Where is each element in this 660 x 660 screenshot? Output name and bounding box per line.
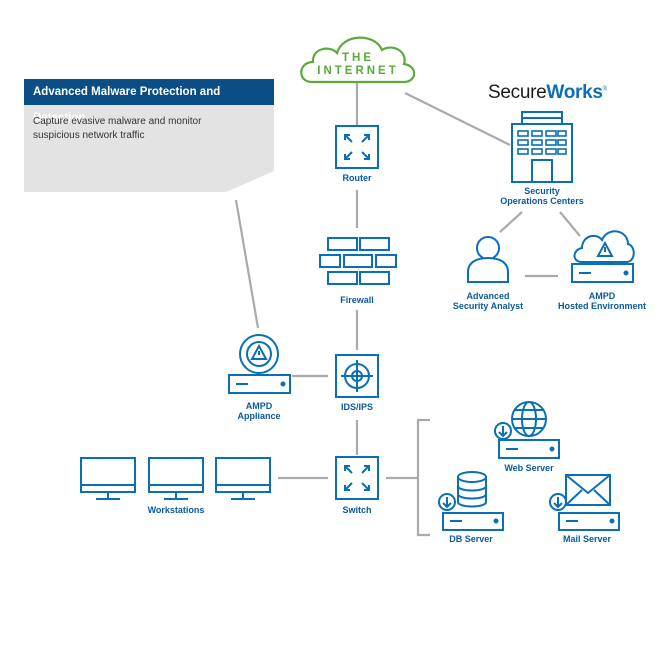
workstation-icon <box>148 457 204 500</box>
mail-server-label: Mail Server <box>562 534 612 544</box>
db-server-label: DB Server <box>449 534 493 544</box>
switch-label: Switch <box>342 505 372 515</box>
callout-box <box>24 79 274 192</box>
switch-icon <box>335 456 379 500</box>
callout-description: Capture evasive malware and monitor susp… <box>33 115 258 143</box>
callout-title: Advanced Malware Protection and Detectio… <box>24 79 274 124</box>
hosted-environment-icon <box>571 230 635 283</box>
building-icon <box>511 111 573 183</box>
callout-line-2: suspicious network traffic <box>33 130 145 141</box>
brand-mark: ® <box>602 86 607 93</box>
hosted-environment-label: AMPD Hosted Environment <box>552 291 652 311</box>
secureworks-logo: SecureWorks® <box>488 82 607 104</box>
hosted-label-line-1: AMPD <box>588 291 616 301</box>
analyst-label-line-1: Advanced <box>466 291 510 301</box>
analyst-label-line-2: Security Analyst <box>452 301 524 311</box>
brand-part-2: Works <box>546 82 603 103</box>
connection-lines <box>234 82 581 537</box>
ampd-appliance-label: AMPD Appliance <box>219 401 299 421</box>
soc-label-line-2: Operations Centers <box>500 196 584 206</box>
internet-label-line-1: THE <box>342 52 374 64</box>
analyst-icon <box>467 236 509 283</box>
ampd-appliance-icon <box>228 334 291 394</box>
workstations-label: Workstations <box>147 505 205 515</box>
firewall-label: Firewall <box>340 295 374 305</box>
callout-line-1: Capture evasive malware and monitor <box>33 116 202 127</box>
internet-label-line-2: INTERNET <box>317 65 399 77</box>
internet-cloud-icon <box>300 36 416 84</box>
web-server-icon <box>494 401 560 459</box>
db-server-icon <box>438 471 504 531</box>
web-server-label: Web Server <box>504 463 554 473</box>
router-label: Router <box>342 173 372 183</box>
ampd-appliance-label-line-1: AMPD <box>245 401 273 411</box>
mail-server-icon <box>549 474 620 531</box>
soc-label: Security Operations Centers <box>492 186 592 206</box>
ampd-appliance-label-line-2: Appliance <box>237 411 281 421</box>
ids-ips-icon <box>335 354 379 398</box>
ids-ips-label: IDS/IPS <box>340 402 373 412</box>
router-icon <box>335 125 379 169</box>
hosted-label-line-2: Hosted Environment <box>557 301 646 311</box>
workstation-icon <box>80 457 136 500</box>
brand-part-1: Secure <box>488 82 547 103</box>
firewall-icon <box>319 237 397 285</box>
workstation-icon <box>215 457 271 500</box>
soc-label-line-1: Security <box>524 186 560 196</box>
analyst-label: Advanced Security Analyst <box>443 291 533 311</box>
